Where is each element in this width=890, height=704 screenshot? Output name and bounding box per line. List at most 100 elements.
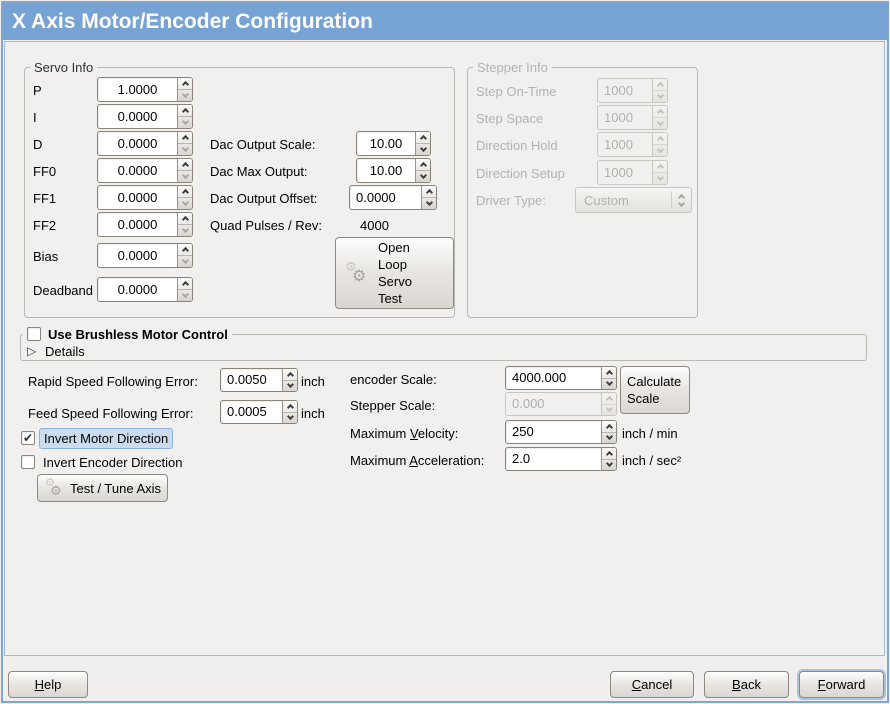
spin-value: 0.000: [512, 396, 545, 411]
spin-up-icon: [653, 79, 667, 91]
invert-motor-label[interactable]: Invert Motor Direction: [39, 428, 174, 449]
combo-divider: [671, 192, 672, 208]
invert-motor-checkbox[interactable]: ✔: [21, 431, 35, 445]
spin-value: 0.0005: [227, 404, 267, 419]
step-on-time-spinbox: 1000: [597, 78, 668, 103]
test-tune-axis-button[interactable]: ⚙⚙ Test / Tune Axis: [37, 474, 168, 502]
spin-value: 0.0000: [117, 248, 158, 263]
spin-up-icon[interactable]: [602, 367, 616, 379]
brushless-frame: [20, 334, 867, 361]
spin-down-icon[interactable]: [178, 117, 192, 128]
spin-up-icon[interactable]: [602, 448, 616, 460]
maximum-velocity-spinbox[interactable]: 250: [505, 420, 617, 444]
use-brushless-checkbox[interactable]: [27, 327, 41, 341]
spin-up-icon: [602, 393, 616, 405]
spin-down-icon[interactable]: [422, 198, 436, 209]
details-expander-label[interactable]: Details: [45, 344, 85, 359]
spin-up-icon[interactable]: [416, 132, 430, 144]
encoder-scale-spinbox[interactable]: 4000.000: [505, 366, 617, 390]
spin-down-icon[interactable]: [602, 460, 616, 471]
step-space-label: Step Space: [476, 111, 544, 126]
spin-value: 0.0000: [117, 217, 158, 232]
use-brushless-label: Use Brushless Motor Control: [48, 326, 228, 342]
i-spinbox[interactable]: 0.0000: [97, 104, 193, 129]
help-button[interactable]: Help: [8, 671, 88, 698]
test-tune-axis-label: Test / Tune Axis: [69, 480, 162, 496]
back-button[interactable]: Back: [704, 671, 789, 698]
spin-up-icon[interactable]: [178, 278, 192, 290]
spin-up-icon[interactable]: [602, 421, 616, 433]
quad-pulses-label: Quad Pulses / Rev:: [210, 218, 322, 233]
spin-down-icon[interactable]: [283, 413, 297, 424]
rapid-following-error-unit: inch: [301, 374, 325, 389]
spin-value: 4000.000: [512, 370, 567, 385]
invert-encoder-label[interactable]: Invert Encoder Direction: [43, 455, 183, 470]
spin-down-icon[interactable]: [178, 144, 192, 155]
spin-value: 0.0000: [117, 190, 158, 205]
bias-spinbox[interactable]: 0.0000: [97, 243, 193, 268]
cancel-button[interactable]: Cancel: [610, 671, 694, 698]
dac-output-scale-spinbox[interactable]: 10.00: [356, 131, 431, 156]
open-loop-servo-test-button[interactable]: ⚙⚙ Open Loop Servo Test: [335, 237, 454, 309]
calculate-scale-button[interactable]: Calculate Scale: [620, 366, 690, 414]
spin-down-icon[interactable]: [602, 379, 616, 390]
spin-up-icon[interactable]: [422, 186, 436, 198]
spin-down-icon[interactable]: [178, 171, 192, 182]
p-spinbox[interactable]: 1.0000: [97, 77, 193, 102]
spin-up-icon: [653, 133, 667, 145]
forward-button[interactable]: Forward: [799, 671, 884, 698]
spin-up-icon[interactable]: [283, 369, 297, 381]
maximum-velocity-unit: inch / min: [622, 426, 678, 441]
spin-up-icon[interactable]: [178, 244, 192, 256]
direction-hold-spinbox: 1000: [597, 132, 668, 157]
ff0-label: FF0: [33, 164, 57, 179]
spin-down-icon[interactable]: [178, 90, 192, 101]
dac-output-offset-spinbox[interactable]: 0.0000: [349, 185, 437, 210]
ff2-spinbox[interactable]: 0.0000: [97, 212, 193, 237]
spin-up-icon[interactable]: [178, 132, 192, 144]
feed-following-error-spinbox[interactable]: 0.0005: [220, 400, 298, 424]
spin-down-icon[interactable]: [283, 381, 297, 392]
dac-max-output-spinbox[interactable]: 10.00: [356, 158, 431, 183]
rapid-following-error-label: Rapid Speed Following Error:: [28, 374, 198, 389]
spin-down-icon[interactable]: [178, 225, 192, 236]
open-loop-servo-test-label: Open Loop Servo Test: [378, 240, 412, 306]
spin-value: 1000: [604, 83, 633, 98]
spin-value: 10.00: [369, 136, 403, 151]
spin-up-icon[interactable]: [178, 213, 192, 225]
ff1-spinbox[interactable]: 0.0000: [97, 185, 193, 210]
spin-up-icon[interactable]: [416, 159, 430, 171]
maximum-acceleration-spinbox[interactable]: 2.0: [505, 447, 617, 471]
spin-value: 0.0000: [117, 109, 158, 124]
stepper-scale-label: Stepper Scale:: [350, 398, 436, 413]
dac-max-output-label: Dac Max Output:: [210, 164, 308, 179]
spin-down-icon[interactable]: [178, 256, 192, 267]
spin-up-icon[interactable]: [283, 401, 297, 413]
spin-value: 0.0000: [117, 163, 158, 178]
driver-type-dropdown: Custom: [575, 187, 692, 213]
spin-up-icon[interactable]: [178, 186, 192, 198]
spin-up-icon: [653, 161, 667, 173]
spin-up-icon[interactable]: [178, 159, 192, 171]
invert-encoder-checkbox[interactable]: [21, 455, 35, 469]
i-label: I: [33, 110, 37, 125]
cancel-label: Cancel: [631, 677, 673, 692]
step-on-time-label: Step On-Time: [476, 84, 557, 99]
spin-up-icon[interactable]: [178, 105, 192, 117]
spin-down-icon[interactable]: [416, 144, 430, 155]
spin-down-icon[interactable]: [602, 433, 616, 444]
spin-down-icon[interactable]: [416, 171, 430, 182]
spin-down-icon[interactable]: [178, 198, 192, 209]
chevron-up-down-icon: [672, 193, 691, 207]
servo-info-legend: Servo Info: [30, 60, 98, 75]
spin-up-icon[interactable]: [178, 78, 192, 90]
spin-down-icon[interactable]: [178, 290, 192, 301]
dac-output-offset-label: Dac Output Offset:: [210, 191, 318, 206]
rapid-following-error-spinbox[interactable]: 0.0050: [220, 368, 298, 392]
d-spinbox[interactable]: 0.0000: [97, 131, 193, 156]
spin-value: 1.0000: [117, 82, 158, 97]
encoder-scale-label: encoder Scale:: [350, 372, 437, 387]
deadband-spinbox[interactable]: 0.0000: [97, 277, 193, 302]
expander-triangle-icon[interactable]: ▷: [27, 344, 37, 358]
ff0-spinbox[interactable]: 0.0000: [97, 158, 193, 183]
